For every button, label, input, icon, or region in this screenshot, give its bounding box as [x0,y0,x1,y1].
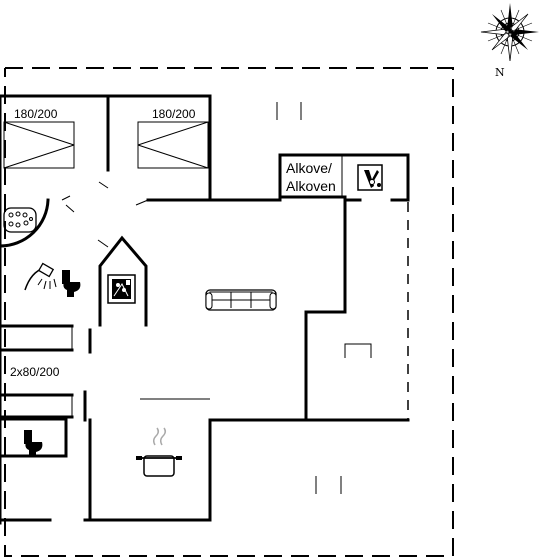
toilet-icon [62,270,81,297]
alcove-tools-icon [357,164,383,191]
wall [278,153,410,202]
alcove-label-line2: Alkoven [286,178,336,194]
door-swing [135,199,149,206]
compass-rose-icon [480,3,539,62]
toilet-icon [24,430,43,456]
whirlpool-icon [3,207,37,233]
terrace-boundary [4,67,454,557]
door-swing [61,195,75,213]
alcove-label-line1: Alkove/ [286,160,332,176]
bedroom-2-bed-label: 180/200 [152,107,196,121]
bedroom-3-bed-label: 2x80/200 [10,365,60,379]
wall [0,198,50,248]
door-swing [97,239,109,248]
shower-icon [24,262,57,291]
bedroom-1-bed-label: 180/200 [14,107,58,121]
table-icon [344,343,372,358]
fireplace-wall [98,235,148,327]
double-bed-icon [3,121,75,169]
double-bed-icon [137,121,209,169]
wall [278,195,347,422]
cooking-pot-icon [136,427,182,477]
compass-north-label: N [495,66,505,79]
sofa-icon [205,289,277,311]
door-swing [98,181,109,189]
fireplace-icon [107,274,136,304]
